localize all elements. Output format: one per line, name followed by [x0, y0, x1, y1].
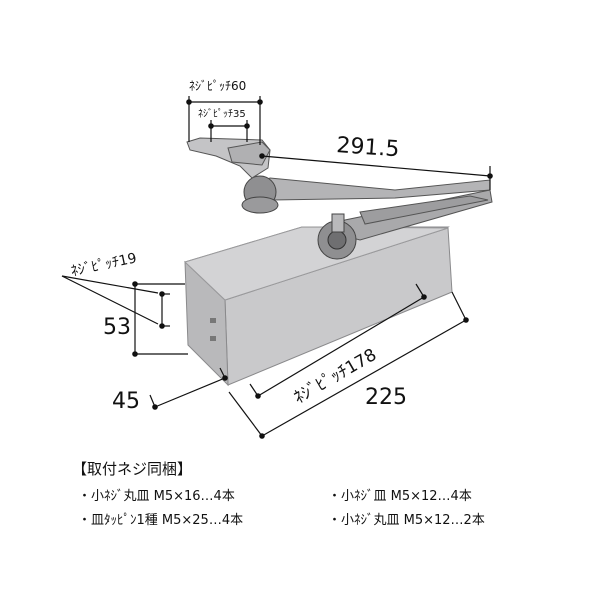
pitch-60-label: ﾈｼﾞﾋﾟｯﾁ60	[189, 79, 246, 93]
included-screws-section: 【取付ネジ同梱】 ・小ﾈｼﾞ丸皿 M5×16…4本 ・小ﾈｼﾞ皿 M5×12…4…	[72, 458, 592, 528]
dimension-lines	[61, 96, 493, 439]
screw-item: ・皿ﾀｯﾋﾟﾝ1種 M5×25…4本	[78, 513, 244, 528]
closer-body	[184, 226, 453, 387]
arm-length-label: 291.5	[336, 133, 401, 162]
height-label: 53	[103, 315, 131, 340]
screw-list: ・小ﾈｼﾞ丸皿 M5×16…4本 ・小ﾈｼﾞ皿 M5×12…4本 ・皿ﾀｯﾋﾟﾝ…	[72, 485, 592, 528]
screw-item: ・小ﾈｼﾞ丸皿 M5×16…4本	[78, 489, 235, 504]
included-screws-title: 【取付ネジ同梱】	[72, 460, 193, 478]
screw-item: ・小ﾈｼﾞ丸皿 M5×12…2本	[328, 513, 485, 528]
pitch-19-label: ﾈｼﾞﾋﾟｯﾁ19	[70, 250, 139, 280]
screw-item: ・小ﾈｼﾞ皿 M5×12…4本	[328, 489, 472, 504]
depth-label: 45	[112, 389, 140, 414]
pitch-35-label: ﾈｼﾞﾋﾟｯﾁ35	[198, 108, 246, 120]
body-length-label: 225	[365, 385, 407, 410]
